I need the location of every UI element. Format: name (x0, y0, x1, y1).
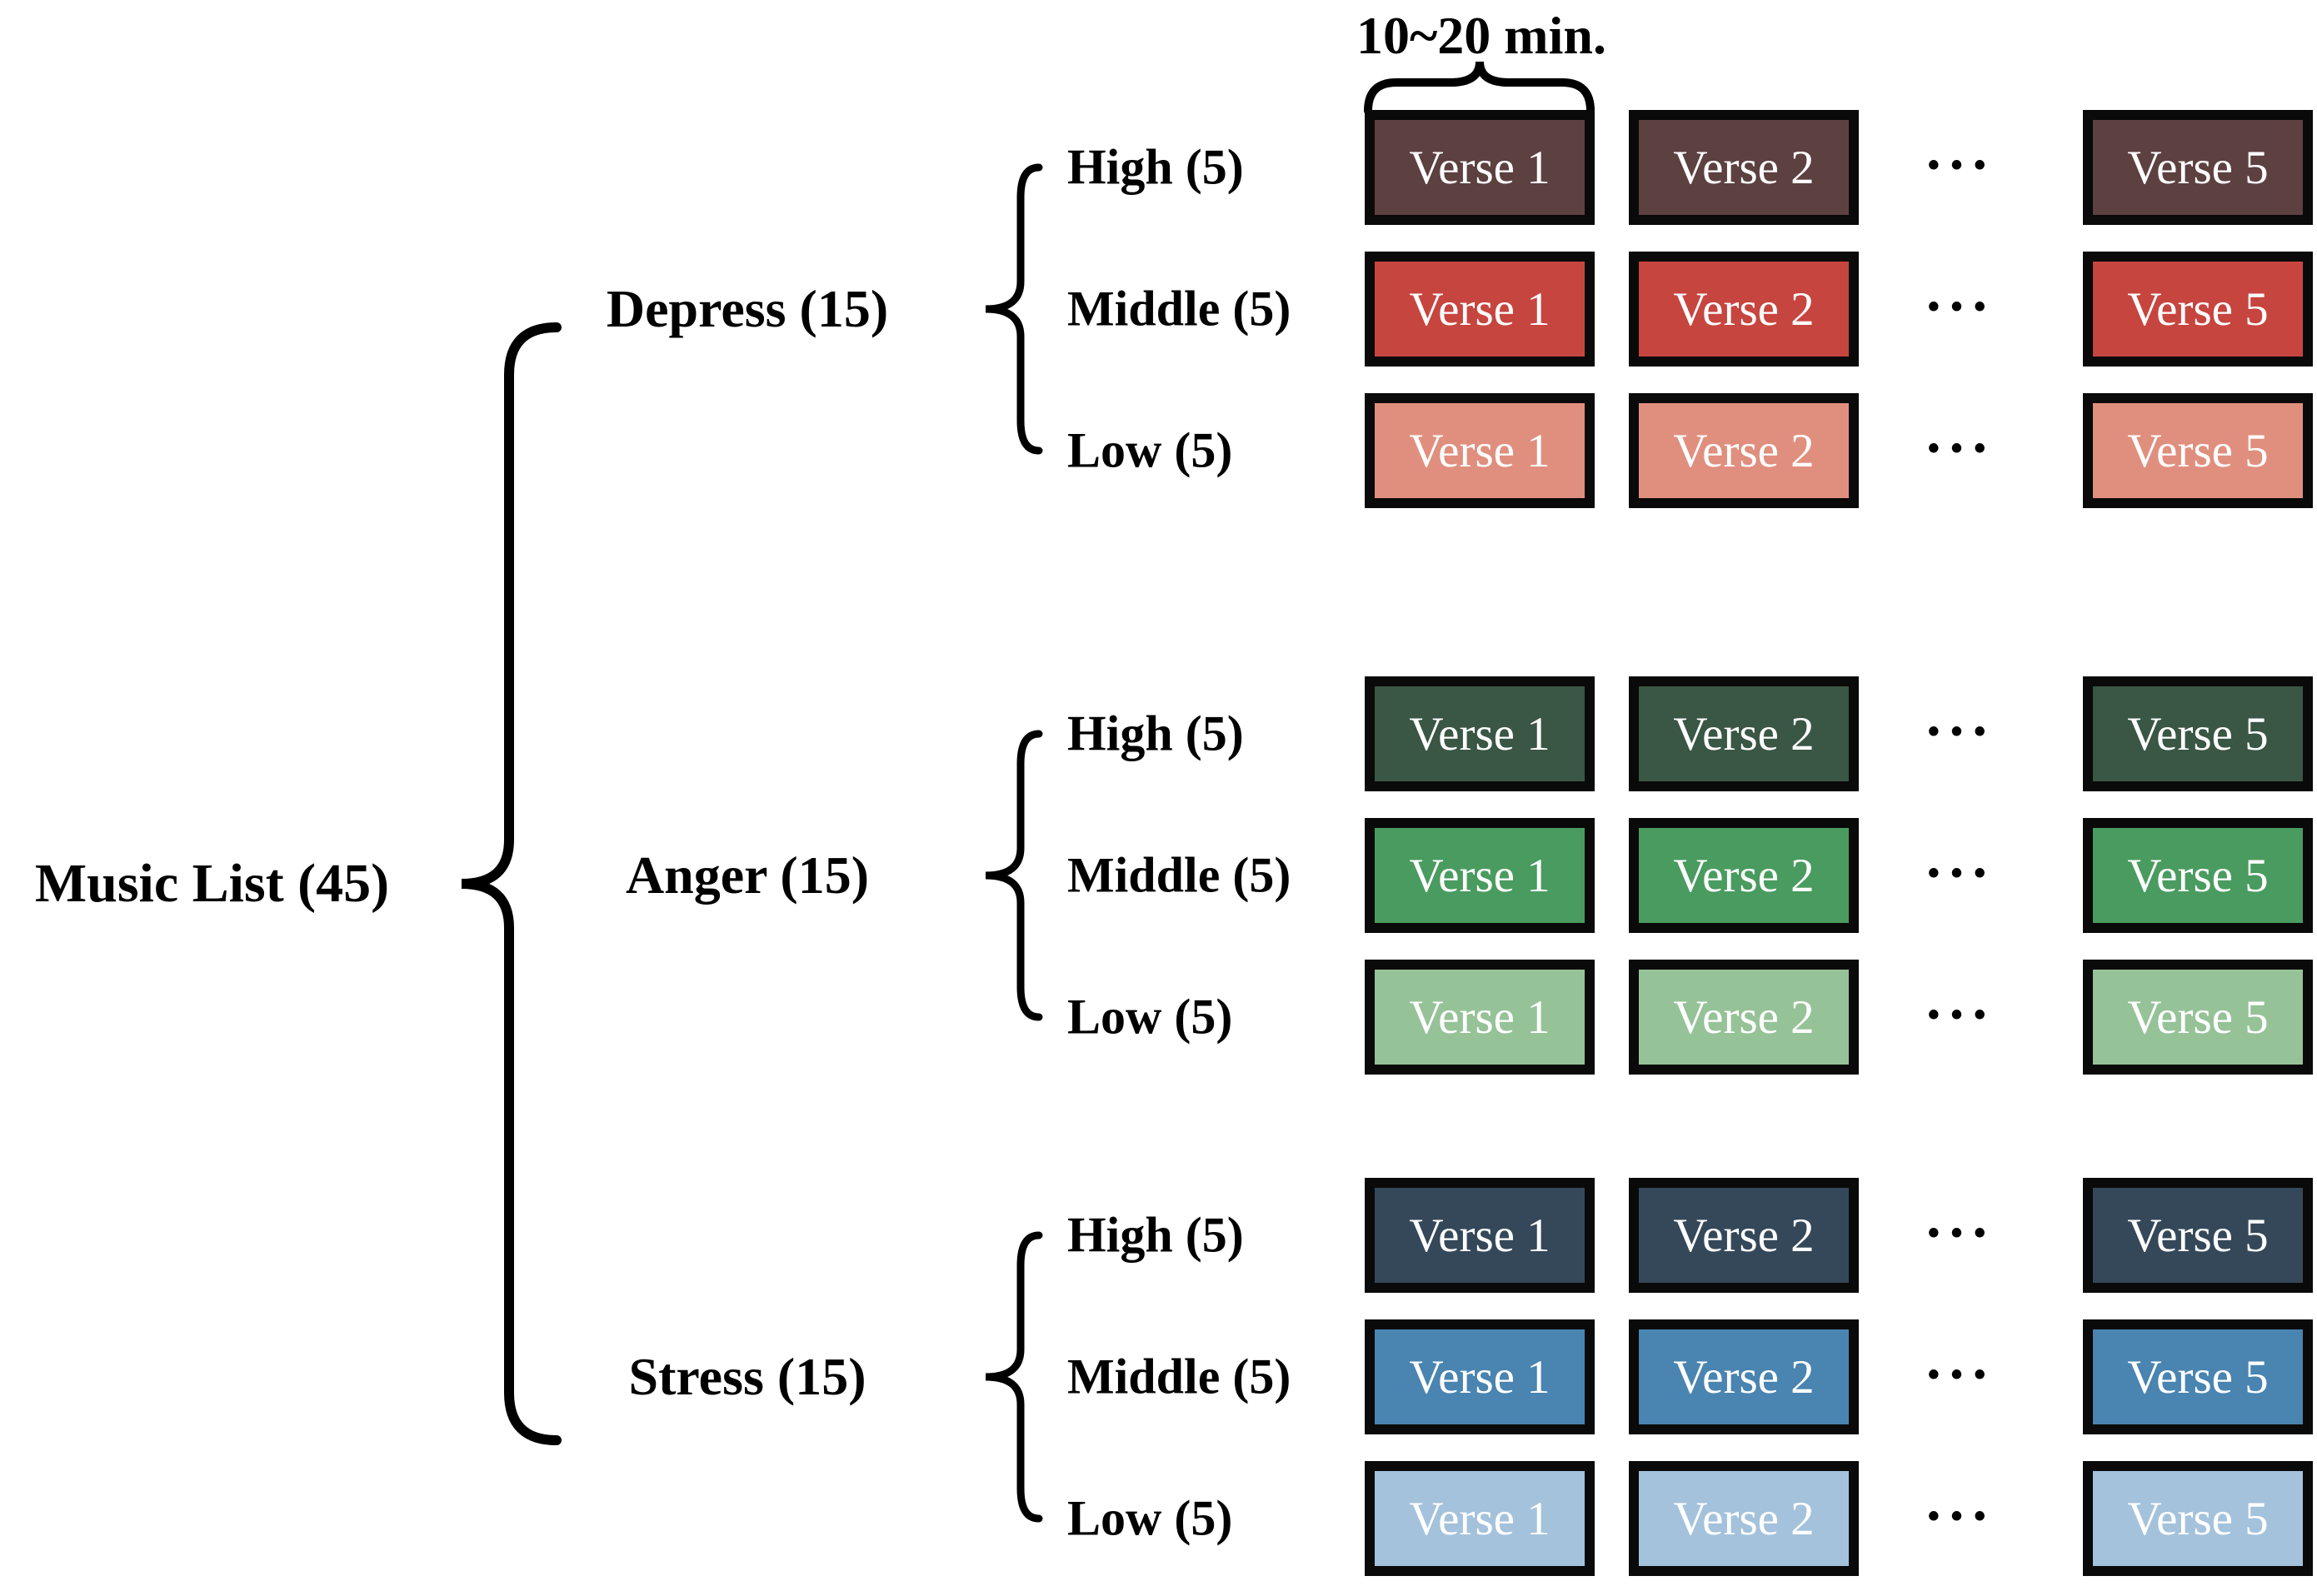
level-label-depress-low: Low (5) (1067, 422, 1233, 478)
verse-box-label: Verse 5 (2127, 1350, 2269, 1404)
verse-box: Verse 1 (1365, 110, 1595, 225)
verse-box-label: Verse 5 (2127, 1492, 2269, 1545)
verse-box: Verse 1 (1365, 818, 1595, 933)
verse-box-label: Verse 2 (1673, 849, 1815, 902)
level-label-anger-high: High (5) (1067, 706, 1244, 761)
verse-box: Verse 2 (1629, 1178, 1859, 1293)
ellipsis-dots: ••• (1927, 430, 1997, 468)
verse-box-label: Verse 1 (1409, 282, 1550, 336)
verse-box: Verse 1 (1365, 1178, 1595, 1293)
level-label-depress-high: High (5) (1067, 139, 1244, 195)
verse-box-label: Verse 5 (2127, 1209, 2269, 1262)
verse-box-label: Verse 2 (1673, 707, 1815, 761)
ellipsis-dots: ••• (1927, 1356, 1997, 1394)
verse-box: Verse 5 (2083, 110, 2313, 225)
verse-box-label: Verse 2 (1673, 1350, 1815, 1404)
verse-box: Verse 1 (1365, 1461, 1595, 1576)
ellipsis-dots: ••• (1927, 713, 1997, 751)
verse-box-label: Verse 1 (1409, 1350, 1550, 1404)
depress-brace (985, 163, 1043, 455)
group-label-stress: Stress (15) (628, 1347, 866, 1406)
verse-box: Verse 1 (1365, 393, 1595, 508)
root-label: Music List (45) (34, 853, 390, 914)
ellipsis-dots: ••• (1927, 1214, 1997, 1253)
verse-box-label: Verse 1 (1409, 424, 1550, 477)
verse-box-label: Verse 5 (2127, 282, 2269, 336)
verse-box-label: Verse 2 (1673, 990, 1815, 1044)
verse-box-label: Verse 1 (1409, 707, 1550, 761)
verse-box: Verse 1 (1365, 1319, 1595, 1434)
verse-box: Verse 5 (2083, 1319, 2313, 1434)
verse-box-label: Verse 1 (1409, 849, 1550, 902)
verse-box: Verse 5 (2083, 252, 2313, 367)
ellipsis-dots: ••• (1927, 1498, 1997, 1536)
ellipsis-dots: ••• (1927, 855, 1997, 893)
verse-box-label: Verse 2 (1673, 1492, 1815, 1545)
ellipsis-dots: ••• (1927, 288, 1997, 327)
level-label-depress-middle: Middle (5) (1067, 281, 1291, 337)
level-label-stress-low: Low (5) (1067, 1490, 1233, 1546)
group-label-depress: Depress (15) (606, 279, 889, 338)
verse-box: Verse 2 (1629, 110, 1859, 225)
verse-box: Verse 2 (1629, 393, 1859, 508)
verse-box: Verse 5 (2083, 1178, 2313, 1293)
verse-box-label: Verse 2 (1673, 424, 1815, 477)
verse-box-label: Verse 5 (2127, 707, 2269, 761)
verse-box: Verse 2 (1629, 252, 1859, 367)
level-label-anger-low: Low (5) (1067, 989, 1233, 1045)
verse-box: Verse 2 (1629, 960, 1859, 1075)
ellipsis-dots: ••• (1927, 996, 1997, 1035)
verse-box-label: Verse 5 (2127, 849, 2269, 902)
level-label-stress-middle: Middle (5) (1067, 1349, 1291, 1404)
verse-box: Verse 1 (1365, 960, 1595, 1075)
level-label-anger-middle: Middle (5) (1067, 847, 1291, 903)
verse-box: Verse 5 (2083, 676, 2313, 791)
verse-box-label: Verse 2 (1673, 141, 1815, 194)
anger-brace (985, 730, 1043, 1021)
verse-box: Verse 2 (1629, 676, 1859, 791)
verse-box: Verse 1 (1365, 252, 1595, 367)
ellipsis-dots: ••• (1927, 147, 1997, 185)
verse-box-label: Verse 2 (1673, 1209, 1815, 1262)
verse-box: Verse 2 (1629, 1461, 1859, 1576)
verse-box-label: Verse 5 (2127, 424, 2269, 477)
verse-box-label: Verse 1 (1409, 141, 1550, 194)
verse-box: Verse 5 (2083, 393, 2313, 508)
verse-box: Verse 2 (1629, 818, 1859, 933)
duration-brace (1364, 61, 1595, 115)
verse-box: Verse 5 (2083, 960, 2313, 1075)
verse-box: Verse 2 (1629, 1319, 1859, 1434)
verse-box-label: Verse 5 (2127, 141, 2269, 194)
stress-brace (985, 1231, 1043, 1523)
verse-box: Verse 5 (2083, 818, 2313, 933)
verse-box-label: Verse 5 (2127, 990, 2269, 1044)
duration-label: 10~20 min. (1356, 6, 1606, 65)
group-label-anger: Anger (15) (625, 845, 870, 905)
verse-box-label: Verse 1 (1409, 1209, 1550, 1262)
verse-box-label: Verse 1 (1409, 1492, 1550, 1545)
verse-box: Verse 5 (2083, 1461, 2313, 1576)
verse-box-label: Verse 1 (1409, 990, 1550, 1044)
level-label-stress-high: High (5) (1067, 1207, 1244, 1263)
verse-box-label: Verse 2 (1673, 282, 1815, 336)
verse-box: Verse 1 (1365, 676, 1595, 791)
